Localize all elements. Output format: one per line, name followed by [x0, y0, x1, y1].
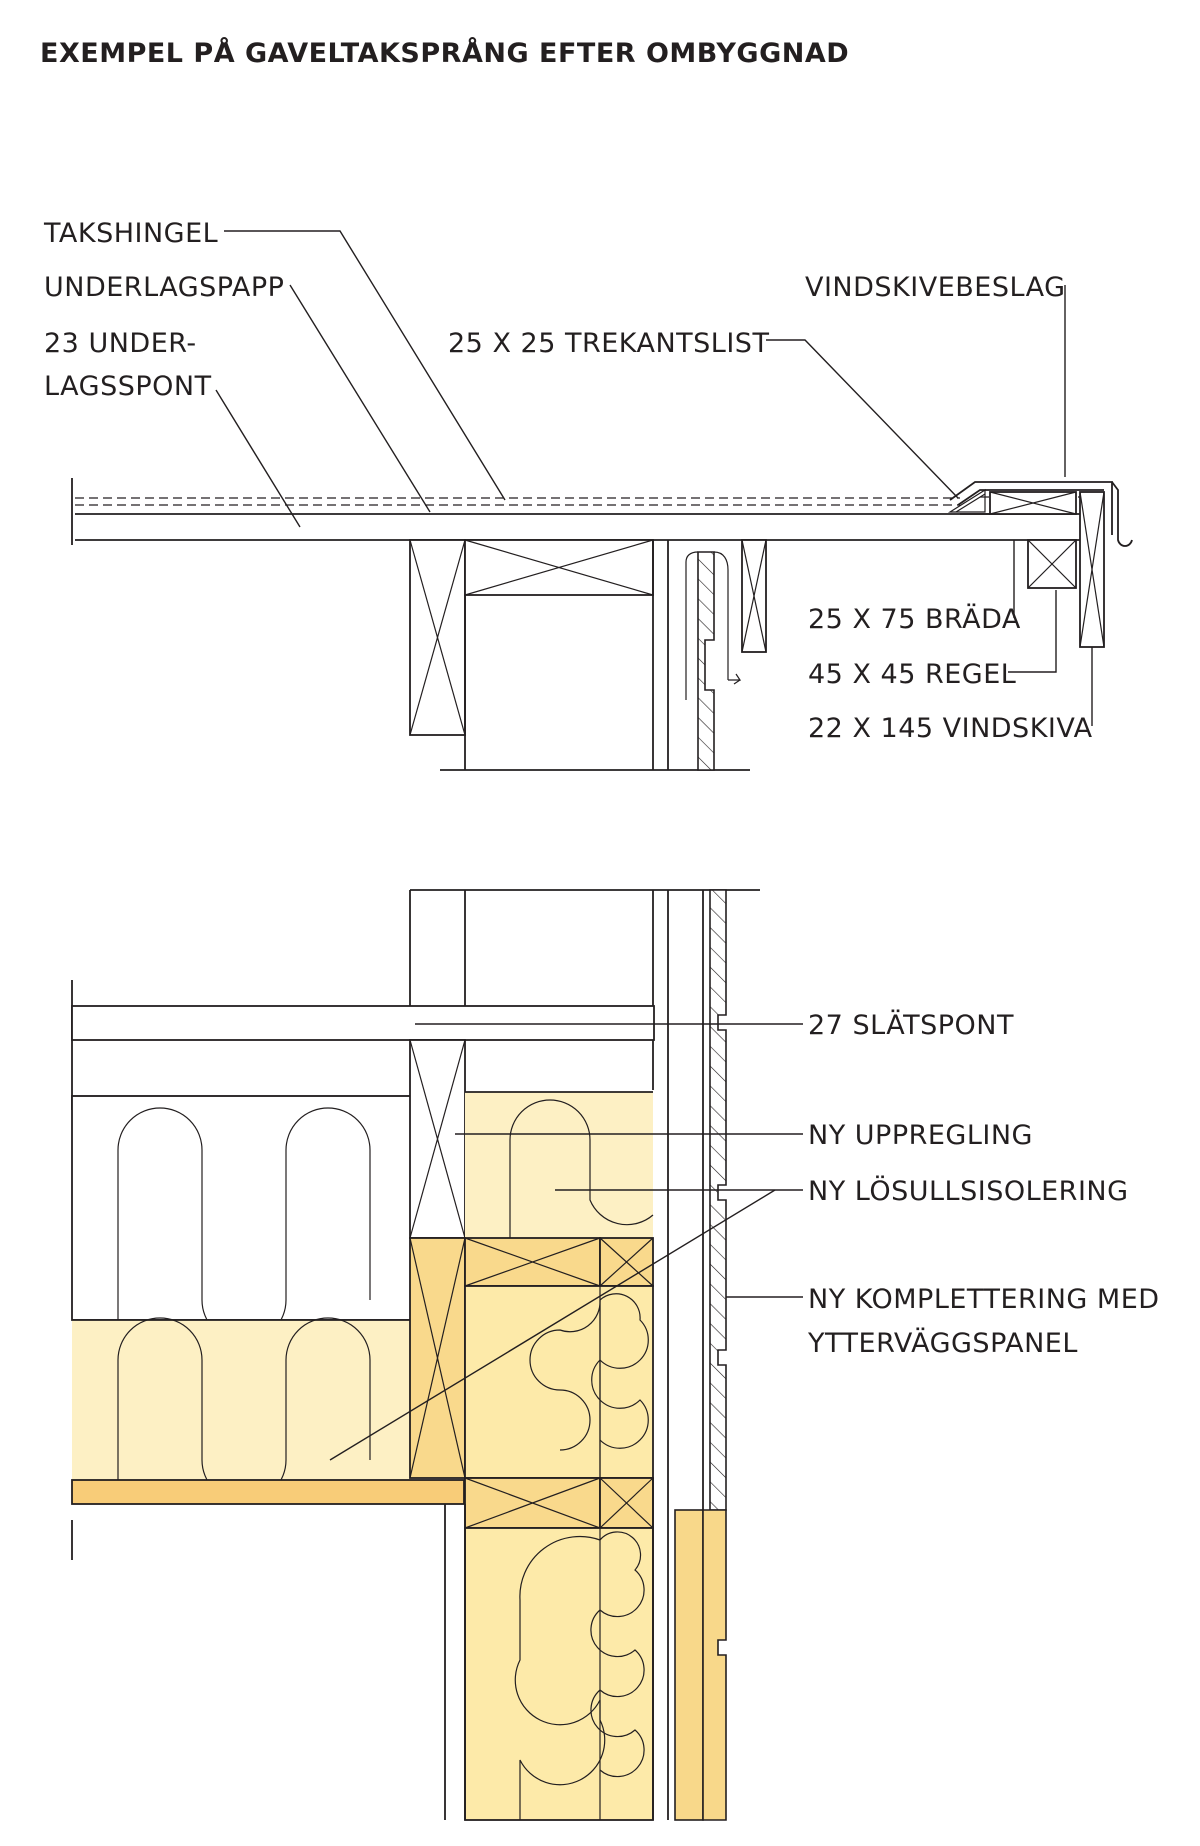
new-loose-insulation-upper — [465, 1091, 654, 1238]
label-slatspont: 27 SLÄTSPONT — [808, 1009, 1014, 1041]
leader-takshingel — [224, 230, 506, 501]
board-25x75 — [989, 491, 1077, 515]
leader-losull-2 — [329, 1189, 776, 1461]
leader-trekantslist — [766, 339, 959, 499]
label-regel: 45 X 45 REGEL — [808, 659, 1016, 690]
ceiling-board — [71, 980, 655, 1110]
existing-insulation — [71, 1095, 413, 1343]
label-underlagsspont-1: 23 UNDER- — [44, 328, 197, 359]
top-plate — [464, 1237, 654, 1287]
label-underlagspapp: UNDERLAGSPAPP — [44, 272, 284, 303]
label-vindskiva: 22 X 145 VINDSKIVA — [808, 713, 1093, 744]
label-losull: NY LÖSULLSISOLERING — [808, 1175, 1129, 1207]
label-brada: 25 X 75 BRÄDA — [808, 603, 1021, 635]
new-facade-panel — [709, 889, 727, 1511]
leader-regel — [1008, 590, 1057, 673]
roof-overhang-detail: TAKSHINGEL UNDERLAGSPAPP 23 UNDER- LAGSS… — [43, 218, 1133, 771]
label-uppregling: NY UPPREGLING — [808, 1120, 1033, 1151]
ceiling-plate — [71, 1479, 465, 1505]
new-loose-insulation-lower — [72, 1317, 412, 1503]
rafter-member — [409, 539, 466, 736]
wall-insulation-mid — [464, 1285, 654, 1479]
label-takshingel: TAKSHINGEL — [43, 218, 218, 249]
leader-underlagspapp — [289, 284, 431, 513]
label-vindskivebeslag: VINDSKIVEBESLAG — [805, 272, 1066, 303]
barge-board — [1079, 491, 1105, 648]
new-furring-stud — [409, 1039, 466, 1239]
wall-insulation-lower — [464, 1527, 654, 1821]
bottom-plate — [464, 1477, 654, 1529]
fascia-stud — [741, 539, 767, 653]
drawing-title: EXEMPEL PÅ GAVELTAKSPRÅNG EFTER OMBYGGNA… — [40, 37, 849, 69]
existing-facade-panel — [674, 1509, 727, 1821]
upper-facade-panel — [685, 551, 742, 771]
wall-plate-member — [464, 539, 654, 596]
label-trekantslist: 25 X 25 TREKANTSLIST — [448, 328, 769, 359]
leader-underlagsspont — [215, 389, 301, 528]
batten-45x45 — [1027, 539, 1077, 589]
label-underlagsspont-2: LAGSSPONT — [44, 371, 212, 402]
label-komplettering-1: NY KOMPLETTERING MED — [808, 1284, 1160, 1315]
label-komplettering-2: YTTERVÄGGSPANEL — [807, 1327, 1078, 1359]
eaves-wall-detail: 27 SLÄTSPONT NY UPPREGLING NY LÖSULLSISO… — [71, 889, 1160, 1821]
vertical-wood-member — [409, 1237, 466, 1479]
